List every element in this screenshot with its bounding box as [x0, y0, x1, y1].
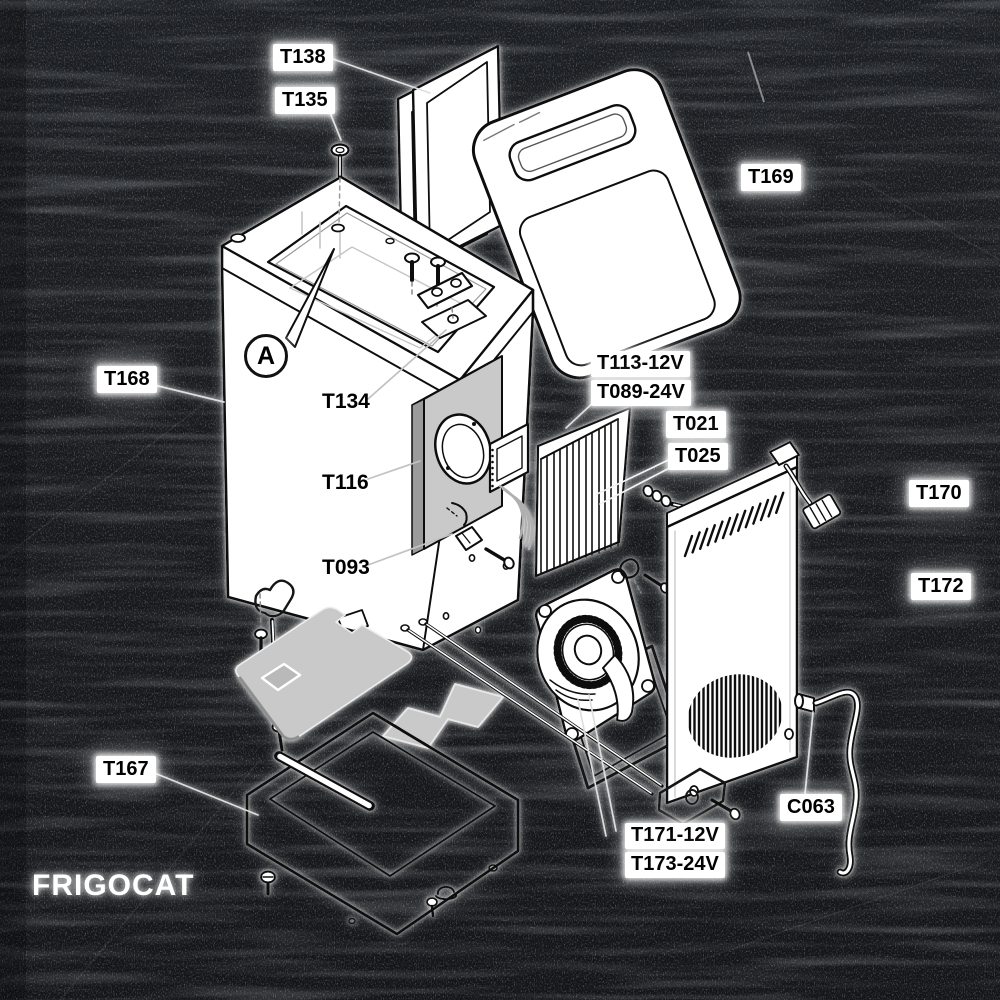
panel-bottom-bracket: [657, 767, 741, 826]
power-cord: [794, 688, 861, 877]
part-label-t172: T172: [911, 573, 971, 600]
part-label-t167: T167: [96, 756, 156, 783]
peltier-module: [488, 422, 530, 494]
part-label-t171: T171-12V: [625, 823, 725, 849]
part-label-c063: C063: [780, 794, 842, 821]
cover-screw: [260, 870, 438, 918]
part-label-t134: T134: [322, 390, 370, 413]
callout-pointer: [285, 248, 335, 348]
panel-connector: [769, 441, 842, 530]
lid-screw: [330, 143, 350, 233]
part-label-t138: T138: [273, 44, 333, 71]
lid: [471, 68, 742, 380]
foam-gasket: [382, 683, 504, 749]
thermostat-assembly: [446, 502, 515, 570]
part-label-t089: T089-24V: [591, 380, 691, 406]
mounting-rods: [400, 618, 664, 796]
part-label-t113-t089: T113-12V T089-24V: [591, 351, 691, 406]
bottom-cover: [245, 711, 520, 936]
part-label-t116: T116: [322, 471, 369, 494]
heatsink: [534, 406, 632, 578]
insulation-panel: [411, 355, 503, 556]
heater-strip: [274, 751, 375, 811]
part-label-t173: T173-24V: [625, 852, 725, 878]
callout-a: A: [244, 334, 288, 378]
leader-lines: [146, 57, 814, 837]
part-label-t135: T135: [275, 87, 335, 114]
part-label-t021: T021: [666, 411, 726, 438]
side-panel: [665, 452, 799, 805]
part-label-t113: T113-12V: [591, 351, 690, 377]
panel-vents: [683, 491, 785, 558]
hinge-screw: [404, 252, 420, 297]
part-label-t169: T169: [741, 164, 801, 191]
hinge-assembly: [404, 252, 487, 339]
base-plate-hole: [260, 662, 302, 692]
part-label-t168: T168: [97, 366, 157, 393]
part-label-t171-t173: T171-12V T173-24V: [625, 823, 725, 878]
part-label-t093: T093: [322, 556, 370, 579]
part-label-t025: T025: [668, 443, 728, 470]
brand-logo: FRIGOCAT: [32, 869, 195, 902]
panel-hole: [434, 413, 492, 485]
base-plate: [235, 606, 413, 741]
part-label-t170: T170: [909, 480, 969, 507]
blower-fan: [534, 568, 657, 742]
peltier-wires: [498, 484, 534, 551]
